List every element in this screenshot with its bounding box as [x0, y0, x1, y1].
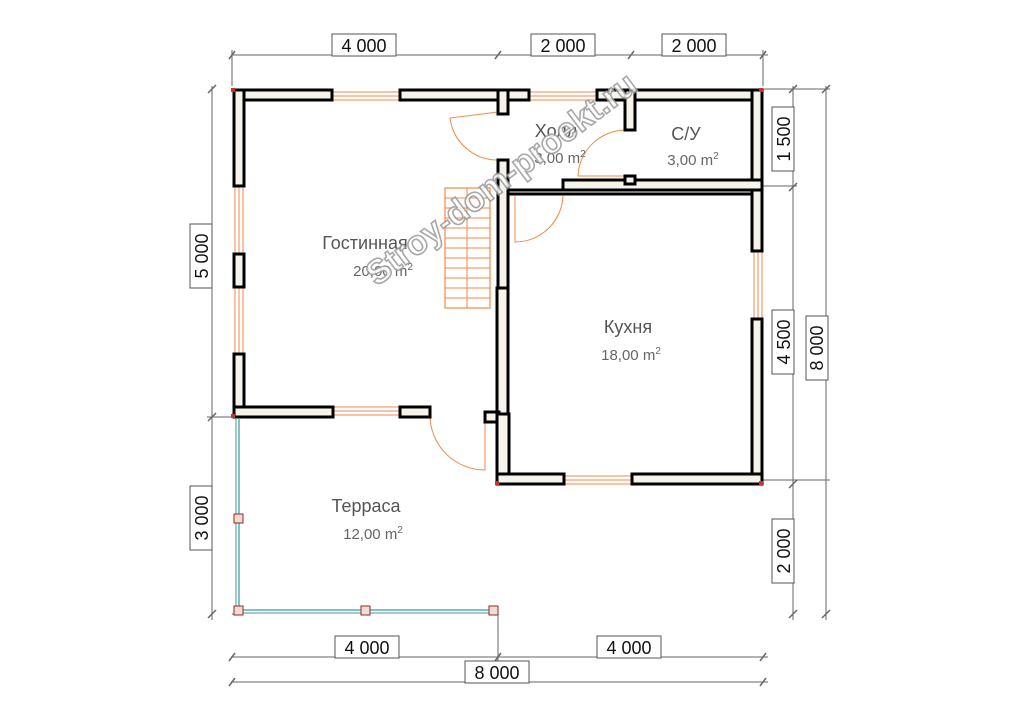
room-labels: Гостинная 20,00 m2 Холл 3,00 m2 С/У 3,00…	[322, 121, 719, 543]
dim-top-2: 2 000	[540, 36, 585, 56]
room-area-living: 20,00 m2	[353, 262, 413, 280]
terrace-post	[360, 605, 371, 616]
door-swing	[429, 413, 486, 471]
terrace-railing	[233, 419, 499, 616]
dim-right-total: 8 000	[807, 325, 827, 370]
terrace-post	[233, 513, 244, 524]
corner-markers	[231, 88, 763, 485]
dim-top-1: 4 000	[341, 36, 386, 56]
wall	[750, 88, 764, 253]
room-name-hall: Холл	[535, 121, 577, 141]
wall	[398, 88, 531, 102]
wall	[234, 88, 334, 102]
terrace-post	[488, 605, 499, 616]
wall	[398, 405, 432, 419]
room-name-kitchen: Кухня	[604, 317, 652, 337]
wall	[495, 286, 510, 416]
wall	[496, 88, 510, 116]
wall	[623, 88, 637, 132]
wall	[232, 405, 335, 419]
walls	[232, 88, 764, 486]
room-area-bathroom: 3,00 m2	[667, 151, 719, 169]
wall	[232, 252, 246, 289]
room-name-bathroom: С/У	[671, 124, 701, 144]
wall	[495, 472, 566, 486]
dim-bottom-total: 8 000	[474, 663, 519, 683]
staircase	[444, 187, 491, 309]
room-name-terrace: Терраса	[331, 496, 401, 516]
dim-top-3: 2 000	[671, 36, 716, 56]
dim-bottom-2: 4 000	[606, 638, 651, 658]
room-area-kitchen: 18,00 m2	[601, 346, 661, 364]
dimension-labels: 4 000 2 000 2 000 4 000 4 000 8 000 5 00…	[189, 33, 829, 684]
dim-left-2: 3 000	[192, 495, 212, 540]
dim-left-1: 5 000	[192, 233, 212, 278]
room-name-living: Гостинная	[322, 233, 408, 253]
wall	[630, 472, 764, 486]
wall	[750, 317, 764, 485]
wall	[506, 188, 754, 196]
dim-right-1: 1 500	[774, 116, 794, 161]
room-area-terrace: 12,00 m2	[343, 525, 403, 543]
doors	[429, 111, 626, 471]
wall	[232, 88, 246, 188]
wall	[623, 174, 637, 186]
dim-right-3: 2 000	[774, 528, 794, 573]
terrace-post	[233, 605, 244, 616]
door-swing	[449, 111, 499, 161]
dim-bottom-1: 4 000	[344, 638, 389, 658]
dim-right-2: 4 500	[774, 319, 794, 364]
door-swing	[514, 195, 564, 243]
room-area-hall: 3,00 m2	[534, 149, 586, 167]
wall	[495, 412, 511, 484]
door-swing	[577, 129, 626, 177]
